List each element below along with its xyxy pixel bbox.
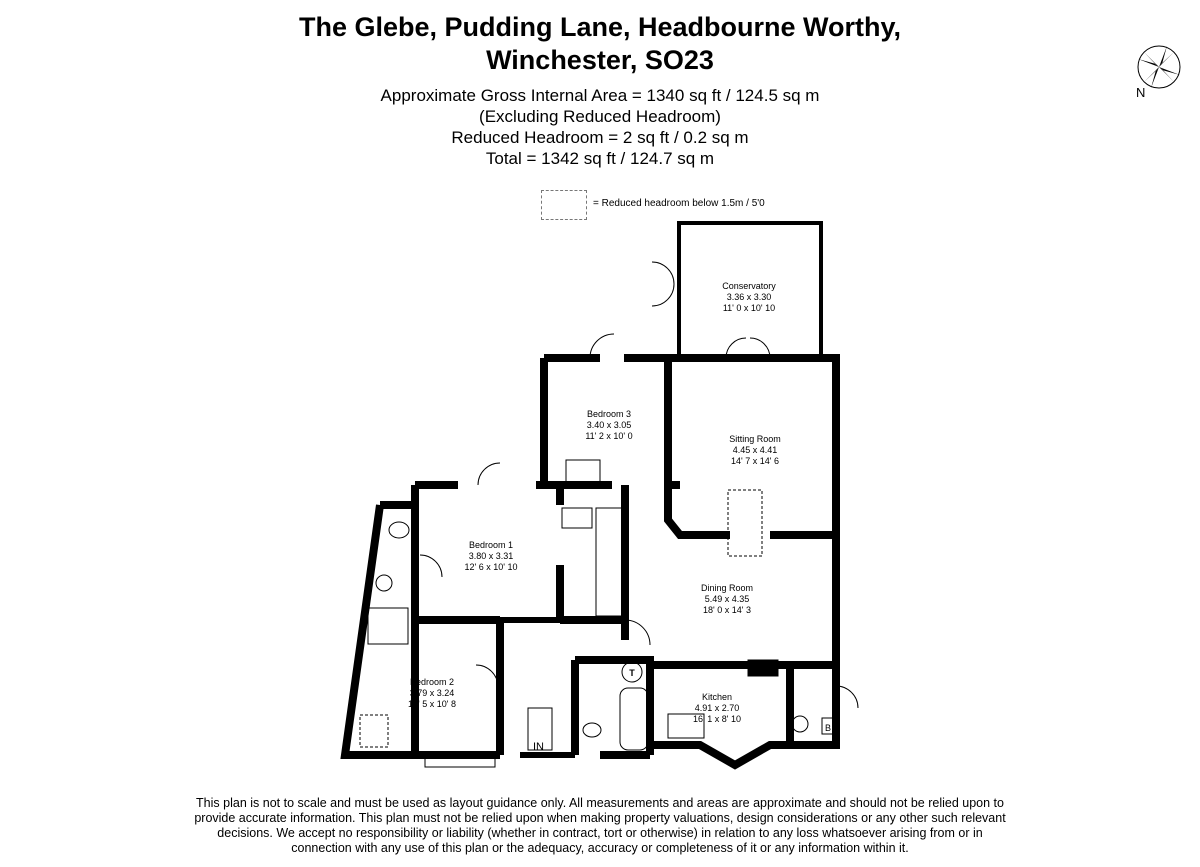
dining-room-name: Dining Room — [701, 583, 753, 593]
title-line-2: Winchester, SO23 — [486, 45, 714, 75]
bedroom2-metric: 3.79 x 3.24 — [410, 688, 455, 698]
conservatory-metric: 3.36 x 3.30 — [727, 292, 772, 302]
sitting-room-imperial: 14' 7 x 14' 6 — [731, 456, 779, 466]
legend-text: = Reduced headroom below 1.5m / 5'0 — [593, 198, 765, 209]
reduced-headroom-line: Reduced Headroom = 2 sq ft / 0.2 sq m — [451, 128, 749, 147]
disclaimer-line-4: connection with any use of this plan or … — [291, 841, 909, 855]
disclaimer-line-3: decisions. We accept no responsibility o… — [217, 826, 983, 840]
disclaimer-line-1: This plan is not to scale and must be us… — [196, 796, 1004, 810]
dining-room-metric: 5.49 x 4.35 — [705, 594, 750, 604]
kitchen-imperial: 16' 1 x 8' 10 — [693, 714, 741, 724]
floor-plan-outline — [340, 221, 859, 770]
kitchen-name: Kitchen — [702, 692, 732, 702]
bedroom3-imperial: 11' 2 x 10' 0 — [585, 431, 632, 441]
bedroom1-metric: 3.80 x 3.31 — [469, 551, 514, 561]
total-area-line: Total = 1342 sq ft / 124.7 sq m — [485, 149, 715, 168]
gross-area-line: Approximate Gross Internal Area = 1340 s… — [380, 86, 820, 105]
tank-marker: T — [629, 668, 635, 678]
bedroom2-imperial: 12' 5 x 10' 8 — [408, 699, 456, 709]
conservatory-name: Conservatory — [722, 281, 776, 291]
conservatory-imperial: 11' 0 x 10' 10 — [723, 303, 775, 313]
disclaimer-line-2: provide accurate information. This plan … — [194, 811, 1006, 825]
entrance-label: IN — [533, 741, 544, 753]
title-line-1: The Glebe, Pudding Lane, Headbourne Wort… — [298, 12, 902, 42]
bedroom2-name: Bedroom 2 — [410, 677, 454, 687]
dining-room-imperial: 18' 0 x 14' 3 — [703, 605, 751, 615]
legend-dashed-box — [541, 190, 587, 220]
bedroom1-name: Bedroom 1 — [469, 540, 513, 550]
bedroom1-imperial: 12' 6 x 10' 10 — [465, 562, 518, 572]
boiler-marker: B — [825, 723, 831, 733]
compass-icon — [1137, 45, 1181, 89]
room-labels: Conservatory 3.36 x 3.30 11' 0 x 10' 10 … — [408, 281, 831, 753]
bedroom3-metric: 3.40 x 3.05 — [587, 420, 632, 430]
kitchen-metric: 4.91 x 2.70 — [695, 703, 740, 713]
bedroom3-name: Bedroom 3 — [587, 409, 631, 419]
compass-north-label: N — [1136, 85, 1146, 100]
excluding-note-line: (Excluding Reduced Headroom) — [479, 107, 721, 126]
sitting-room-name: Sitting Room — [729, 434, 781, 444]
sitting-room-metric: 4.45 x 4.41 — [733, 445, 778, 455]
